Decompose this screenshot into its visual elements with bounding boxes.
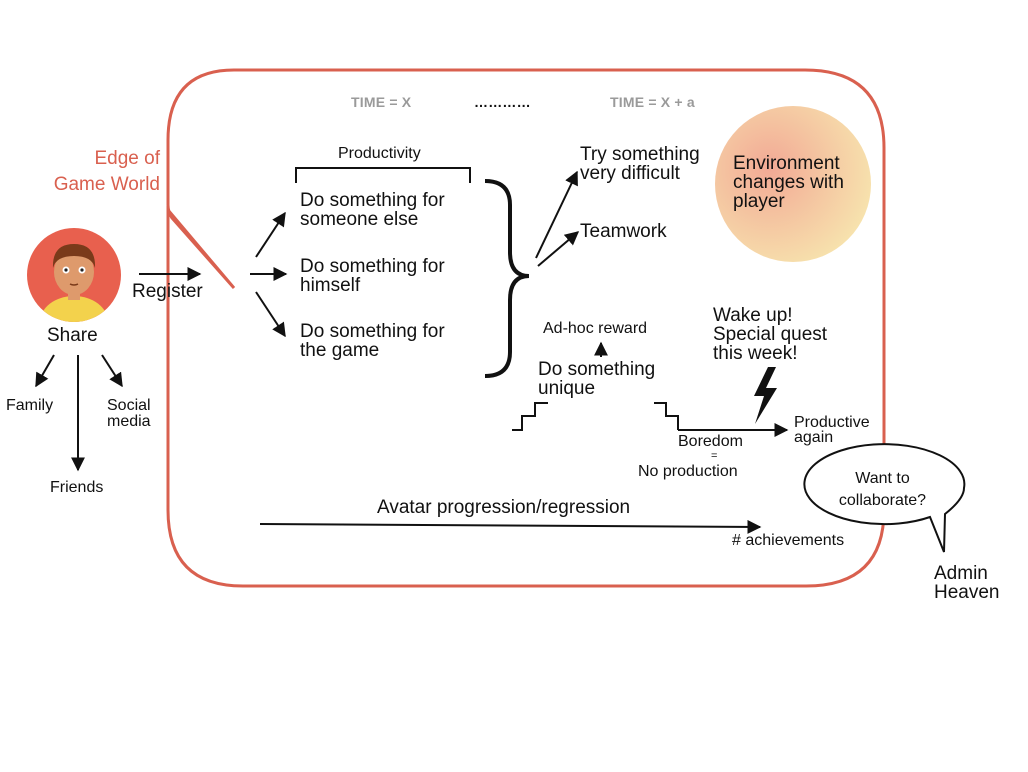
friends-label: Friends xyxy=(50,479,104,496)
time-end-label: TIME = X + a xyxy=(610,94,695,110)
teamwork-label: Teamwork xyxy=(580,221,667,242)
time-start-label: TIME = X xyxy=(351,94,412,110)
try-difficult-label: Try something very difficult xyxy=(580,144,700,184)
stairs-down xyxy=(654,402,679,430)
boredom-label: Boredom xyxy=(678,433,743,450)
environment-label: Environment changes with player xyxy=(733,153,844,212)
arrow-avatar-progression xyxy=(259,519,762,534)
avatar-icon xyxy=(27,228,121,322)
avatar-progression-label: Avatar progression/regression xyxy=(377,497,631,518)
arrow-option-1 xyxy=(255,211,286,258)
stairs-up xyxy=(512,402,548,431)
curly-brace xyxy=(484,179,530,378)
social-media-label: Social media xyxy=(107,397,151,430)
arrow-try-difficult xyxy=(535,170,578,259)
option-himself: Do something for himself xyxy=(300,256,445,296)
unique-label: Do something unique xyxy=(538,359,656,399)
productivity-bracket xyxy=(295,167,471,183)
lightning-icon xyxy=(754,367,777,424)
family-label: Family xyxy=(6,397,54,414)
option-someone-else: Do something for someone else xyxy=(300,190,445,230)
adhoc-reward-label: Ad-hoc reward xyxy=(543,320,648,337)
speech-bubble-text: Want to collaborate? xyxy=(838,470,927,509)
admin-heaven-label: Admin Heaven xyxy=(934,563,1000,603)
speech-bubble xyxy=(803,443,966,553)
achievements-label: # achievements xyxy=(732,532,845,549)
arrow-teamwork xyxy=(537,231,580,267)
wake-up-label: Wake up! Special quest this week! xyxy=(713,305,828,364)
time-ellipsis: ………… xyxy=(474,94,531,110)
game-world-boundary xyxy=(166,68,886,588)
option-the-game: Do something for the game xyxy=(300,321,445,361)
no-production-label: No production xyxy=(638,463,738,480)
equals-label: = xyxy=(711,450,718,462)
arrow-option-3 xyxy=(255,291,286,338)
arrow-to-social-media xyxy=(101,354,123,388)
arrow-to-family xyxy=(35,354,55,388)
productivity-label: Productivity xyxy=(338,145,421,162)
edge-of-game-world-label: Edge of Game World xyxy=(53,148,160,195)
environment-circle xyxy=(715,106,871,262)
productive-again-label: Productive again xyxy=(794,414,870,446)
register-label: Register xyxy=(132,281,203,302)
share-label: Share xyxy=(47,325,98,346)
